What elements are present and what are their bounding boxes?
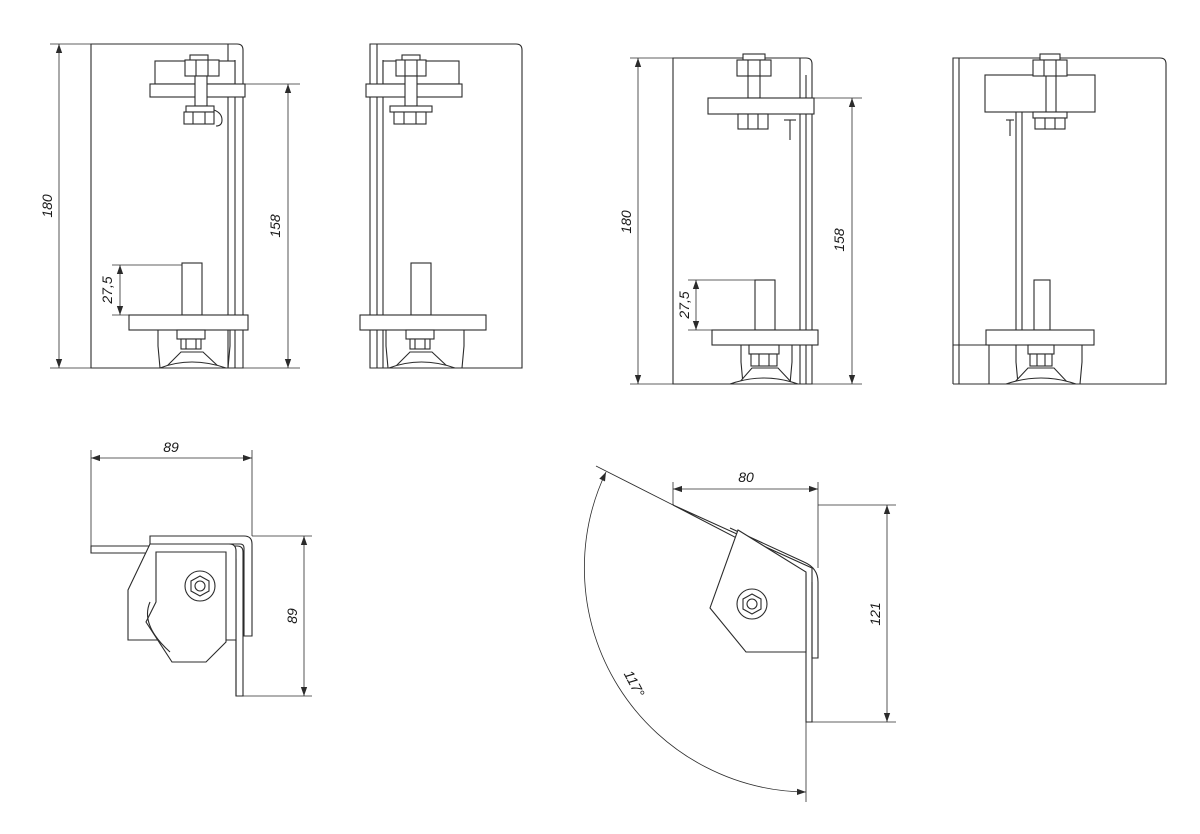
front-b-height-label: 180 — [618, 210, 634, 234]
front-view-a — [50, 43, 300, 369]
front-a-height-label: 180 — [39, 194, 55, 218]
side-view-a — [359, 43, 523, 369]
top-view-a — [90, 450, 312, 697]
top-b-width-label: 80 — [738, 469, 754, 485]
top-b-angle-label: 117° — [621, 668, 648, 701]
top-a-depth-label: 89 — [284, 608, 300, 624]
front-a-inner-height-label: 158 — [267, 214, 283, 238]
front-a-foot-height-label: 27,5 — [99, 276, 115, 304]
top-a-width-label: 89 — [163, 439, 179, 455]
front-b-foot-height-label: 27,5 — [676, 291, 692, 319]
side-view-b — [952, 53, 1167, 385]
front-b-inner-height-label: 158 — [831, 228, 847, 252]
top-b-depth-label: 121 — [867, 602, 883, 625]
top-view-b — [583, 465, 896, 802]
front-view-b — [630, 53, 862, 385]
